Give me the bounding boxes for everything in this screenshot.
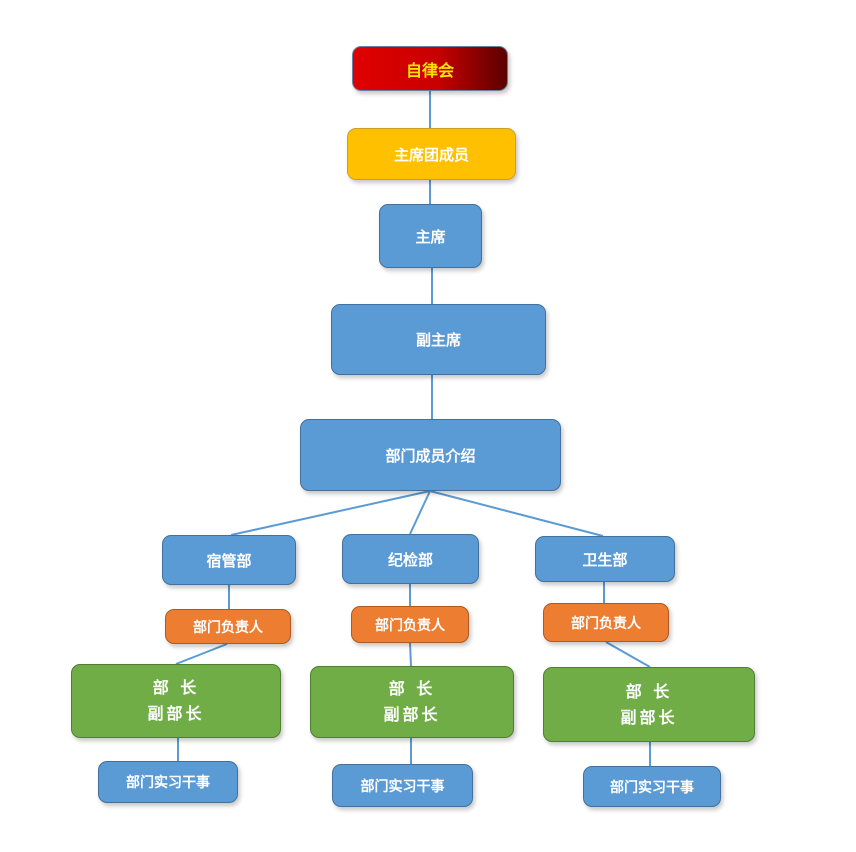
- node-dept-3: 卫生部: [535, 536, 675, 582]
- node-dept-2-vice-minister-label: 副部长: [383, 705, 441, 724]
- node-presidium: 主席团成员: [347, 128, 516, 180]
- node-dept-1-vice-minister-label: 副部长: [147, 704, 205, 723]
- node-dept-2-label: 纪检部: [387, 550, 433, 569]
- node-dept-2-head-label: 部门负责人: [375, 617, 445, 634]
- node-dept-3-ministers: 部 长 副部长: [543, 667, 755, 742]
- connector-intro-dept-3: [429, 490, 604, 537]
- node-dept-1-label: 宿管部: [206, 551, 252, 570]
- node-dept-3-vice-minister-label: 副部长: [620, 707, 678, 727]
- node-dept-1-interns-label: 部门实习干事: [126, 775, 210, 791]
- node-dept-3-label: 卫生部: [582, 550, 628, 569]
- node-department-intro: 部门成员介绍: [300, 419, 561, 491]
- connector-intro-dept-1: [230, 490, 431, 536]
- node-dept-2-minister-label: 部 长: [388, 679, 436, 698]
- node-dept-2-interns: 部门实习干事: [332, 764, 473, 807]
- node-dept-1: 宿管部: [162, 535, 296, 585]
- node-dept-1-ministers: 部 长 副部长: [71, 664, 281, 738]
- node-vice-chairman: 副主席: [331, 304, 546, 375]
- node-dept-1-minister-label: 部 长: [152, 678, 200, 697]
- node-dept-3-head: 部门负责人: [543, 603, 669, 642]
- node-dept-2: 纪检部: [342, 534, 479, 584]
- node-root-label: 自律会: [405, 60, 454, 80]
- node-department-intro-label: 部门成员介绍: [385, 446, 476, 465]
- node-root: 自律会: [352, 46, 508, 91]
- node-dept-3-head-label: 部门负责人: [571, 615, 641, 632]
- connector-head-3-ministers: [605, 641, 651, 668]
- node-dept-3-interns-label: 部门实习干事: [610, 779, 694, 796]
- connector-head-2-ministers: [409, 642, 412, 667]
- connector-intro-dept-2: [409, 490, 431, 535]
- node-dept-1-interns: 部门实习干事: [98, 761, 238, 803]
- node-chairman: 主席: [379, 204, 482, 268]
- node-presidium-label: 主席团成员: [393, 145, 469, 164]
- node-chairman-label: 主席: [415, 227, 446, 246]
- node-dept-3-interns: 部门实习干事: [583, 766, 721, 807]
- node-dept-2-ministers: 部 长 副部长: [310, 666, 514, 738]
- node-dept-1-head-label: 部门负责人: [193, 619, 263, 636]
- node-dept-2-head: 部门负责人: [351, 606, 469, 643]
- node-dept-2-interns-label: 部门实习干事: [360, 778, 445, 795]
- node-vice-chairman-label: 副主席: [415, 331, 461, 349]
- connector-head-1-ministers: [175, 643, 228, 665]
- node-dept-1-head: 部门负责人: [165, 609, 291, 644]
- node-dept-3-minister-label: 部 长: [625, 681, 673, 701]
